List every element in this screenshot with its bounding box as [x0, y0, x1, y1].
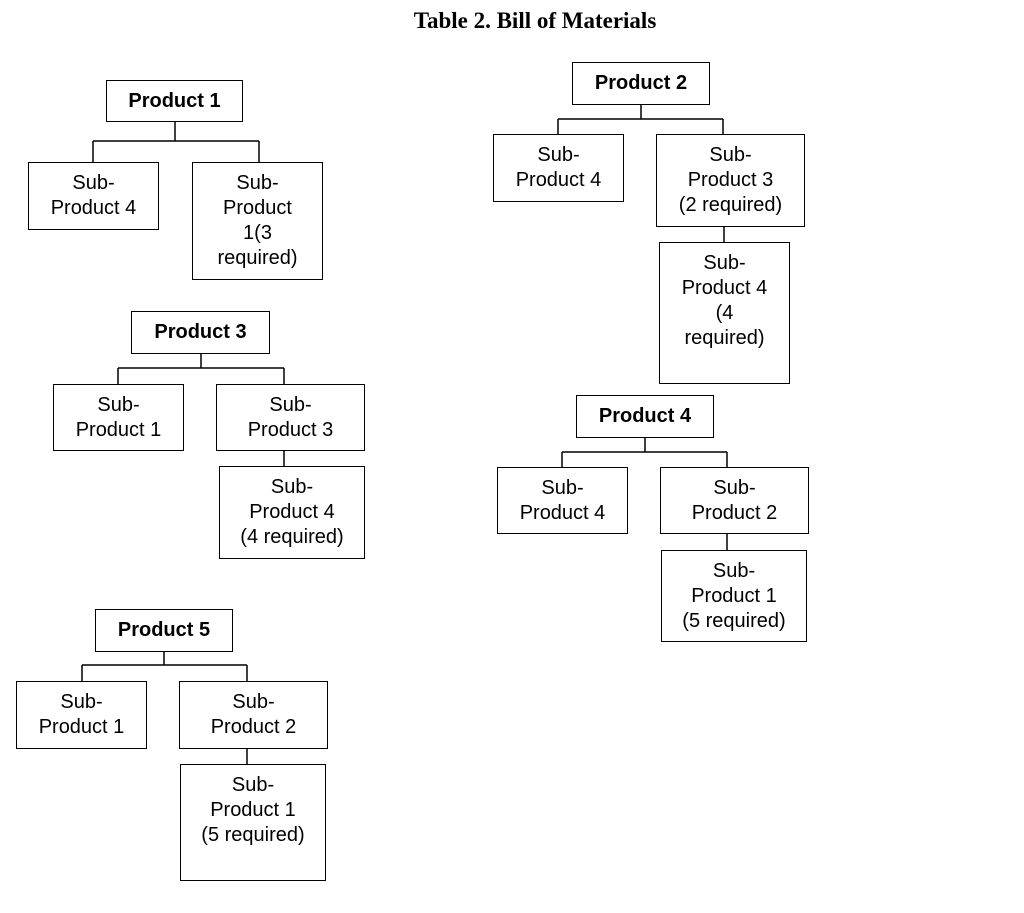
product-1-box: Product 1 — [106, 80, 243, 122]
box-label-line: Product 5 — [117, 619, 211, 641]
box-label-line: Sub- — [269, 394, 312, 416]
product-5-sub-right-box: Sub- Product 2 — [179, 681, 328, 749]
box-label-line: (4 — [715, 302, 734, 324]
box-label-line: Product 2 — [210, 716, 297, 738]
box-label-line: Sub- — [712, 560, 756, 582]
box-label-line: Sub- — [231, 774, 275, 796]
product-3-sub-right-box: Sub- Product 3 — [216, 384, 365, 451]
box-label-line: Product 4 — [519, 502, 606, 524]
box-label-line: 1(3 — [243, 222, 272, 244]
box-label-line: Product 2 — [691, 502, 778, 524]
box-label-line: Sub- — [236, 172, 279, 194]
box-label-line: Product 3 — [687, 169, 774, 191]
box-label-line: Sub- — [713, 477, 756, 499]
box-label-line: (4 required) — [240, 526, 344, 548]
box-label-line: Product 4 — [515, 169, 602, 191]
product-4-sub-child-box: Sub- Product 1 (5 required) — [661, 550, 807, 642]
box-label-line: Product 1 — [128, 89, 221, 112]
product-3-box: Product 3 — [131, 311, 270, 354]
box-label-line: Sub- — [541, 477, 584, 499]
box-label-line: Sub- — [72, 172, 115, 194]
product-3-sub-left-box: Sub- Product 1 — [53, 384, 184, 451]
box-label-line: Product 1 — [75, 419, 162, 441]
product-2-sub-child-box: Sub- Product 4 (4 required) — [659, 242, 790, 384]
box-label-line: Product 2 — [594, 72, 688, 94]
product-4-sub-left-box: Sub- Product 4 — [497, 467, 628, 534]
product-2-box: Product 2 — [572, 62, 710, 105]
product-5-sub-child-box: Sub- Product 1 (5 required) — [180, 764, 326, 881]
product-3-sub-child-box: Sub- Product 4 (4 required) — [219, 466, 365, 559]
product-5-sub-left-box: Sub- Product 1 — [16, 681, 147, 749]
box-label-line: Sub- — [60, 691, 103, 713]
box-label-line: Product 3 — [247, 419, 334, 441]
box-label-line: Sub- — [709, 144, 752, 166]
box-label-line: (5 required) — [201, 824, 305, 846]
box-label-line: Product 4 — [50, 197, 137, 219]
box-label-line: Sub- — [703, 252, 746, 274]
box-label-line: required) — [684, 327, 765, 349]
diagram-title: Table 2. Bill of Materials — [413, 8, 657, 33]
product-2-sub-left-box: Sub- Product 4 — [493, 134, 624, 202]
box-label-line: Product 1 — [210, 799, 296, 821]
product-2-sub-right-box: Sub- Product 3 (2 required) — [656, 134, 805, 227]
box-label-line: Product 1 — [38, 716, 125, 738]
box-label-line: Product 4 — [681, 277, 768, 299]
box-label-line: Product 1 — [691, 585, 777, 607]
box-label-line: Product 4 — [598, 405, 692, 427]
product-1-sub-right-box: Sub- Product 1(3 required) — [192, 162, 323, 280]
box-label-line: Sub- — [270, 476, 314, 498]
box-label-line: required) — [217, 247, 298, 269]
box-label-line: Sub- — [232, 691, 275, 713]
box-label-line: Sub- — [97, 394, 140, 416]
box-label-line: Sub- — [537, 144, 580, 166]
box-label-line: Product 3 — [154, 321, 247, 343]
product-4-sub-right-box: Sub- Product 2 — [660, 467, 809, 534]
product-5-box: Product 5 — [95, 609, 233, 652]
box-label-line: (5 required) — [682, 610, 786, 632]
product-1-sub-left-box: Sub- Product 4 — [28, 162, 159, 230]
box-label-line: (2 required) — [678, 194, 783, 216]
box-label-line: Product — [223, 197, 292, 219]
product-4-box: Product 4 — [576, 395, 714, 438]
box-label-line: Product 4 — [249, 501, 335, 523]
